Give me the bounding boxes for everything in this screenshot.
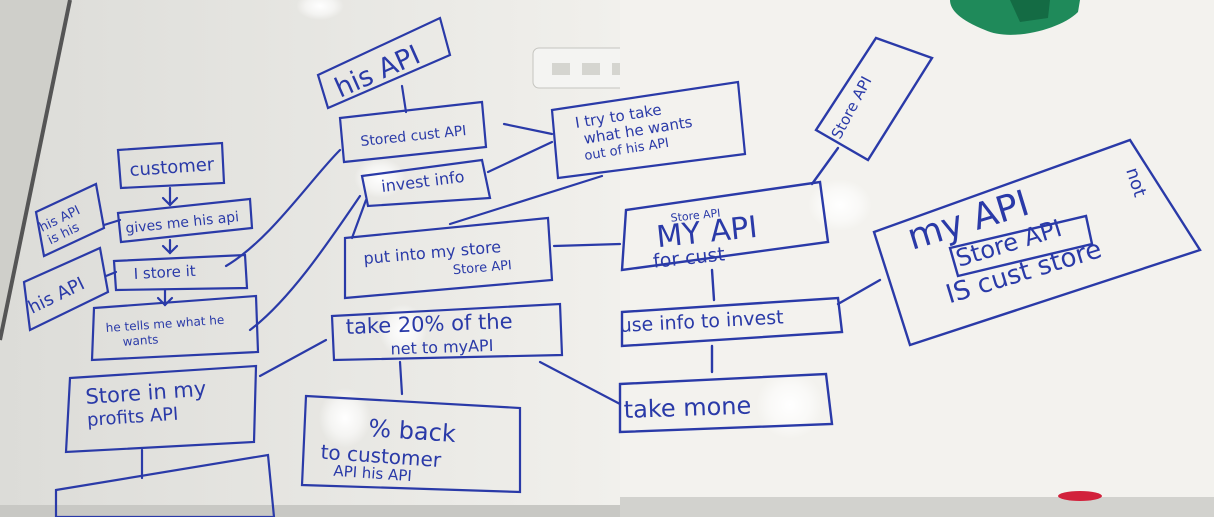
node-he-tells-me-line2: wants xyxy=(122,332,159,348)
node-back-line3: API his API xyxy=(333,462,413,485)
right-diagram-lines xyxy=(618,36,1202,434)
node-take-money: take mone xyxy=(623,392,751,424)
node-take-20-line2: net to myAPI xyxy=(390,336,493,359)
node-take-20-line1: take 20% of the xyxy=(345,309,513,339)
node-my-api-for-cust-line1: Store API xyxy=(670,207,721,225)
left-board xyxy=(0,0,699,517)
node-put-into-store-line2: Store API xyxy=(452,258,512,278)
node-i-store-it: I store it xyxy=(133,262,196,283)
node-back-line1: % back xyxy=(368,414,457,448)
left-diagram-lines xyxy=(22,16,747,517)
